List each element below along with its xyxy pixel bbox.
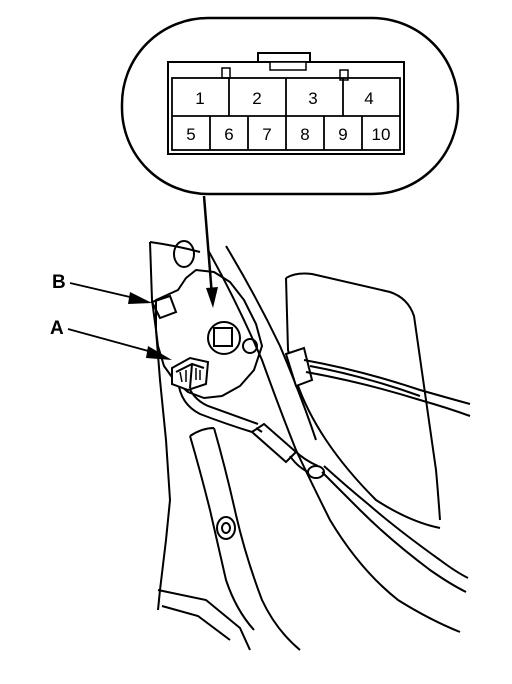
connector-key: [221, 67, 231, 79]
pin-label: 5: [186, 125, 195, 144]
callout-b: B: [52, 272, 152, 304]
callout-a: A: [50, 318, 172, 360]
pin-label: 4: [364, 89, 373, 108]
wire-harness: [177, 346, 471, 593]
connector-key: [339, 69, 349, 81]
pin-label: 8: [300, 125, 309, 144]
connector-a-plug: [171, 356, 210, 392]
pin-label: 1: [195, 89, 204, 108]
pin-label: 9: [338, 125, 347, 144]
connector-inset: 1 2 3 4 5 6 7 8 9 10: [120, 16, 460, 196]
pin-label: 3: [308, 89, 317, 108]
connector-latch: [257, 52, 311, 62]
pin-label: 6: [224, 125, 233, 144]
inset-pointer-arrow: [202, 195, 218, 308]
callout-label-b: B: [52, 272, 66, 293]
pin-label: 2: [252, 89, 261, 108]
door-panel-illustration: [149, 240, 461, 651]
pin-label: 10: [372, 125, 391, 144]
callout-label-a: A: [50, 318, 64, 339]
pin-label: 7: [262, 125, 271, 144]
